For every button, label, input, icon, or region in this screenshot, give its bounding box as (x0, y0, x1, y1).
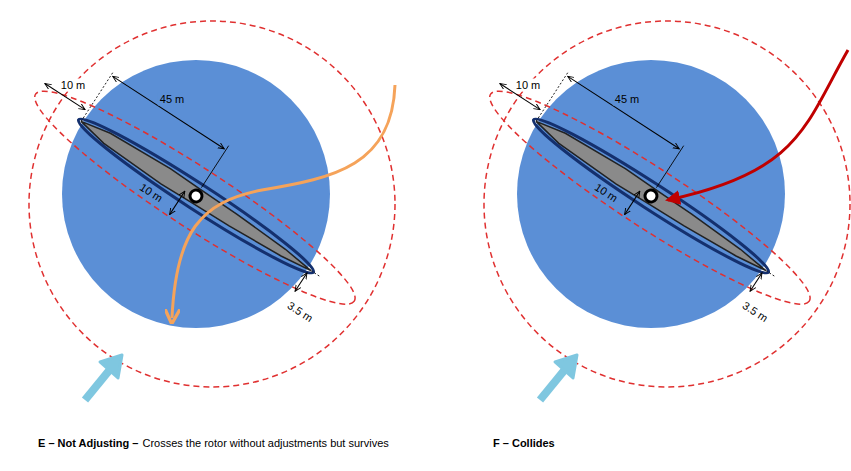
dimension-label: 3.5 m (738, 298, 772, 326)
dimension-label: 45 m (613, 93, 641, 106)
flight-path (172, 85, 395, 318)
scenario-caption: F – Collides (493, 436, 555, 450)
dimension-label: 10 m (514, 79, 542, 92)
dimension-label: 10 m (59, 79, 87, 92)
right-panel (474, 21, 850, 400)
scenario-caption: Crosses the rotor without adjustments bu… (142, 436, 388, 450)
left-panel (19, 21, 395, 400)
scenario-caption: E – Not Adjusting – (38, 436, 138, 450)
dimension-label: 45 m (158, 93, 186, 106)
dimension-label: 3.5 m (283, 298, 317, 326)
collision-path (668, 50, 848, 200)
